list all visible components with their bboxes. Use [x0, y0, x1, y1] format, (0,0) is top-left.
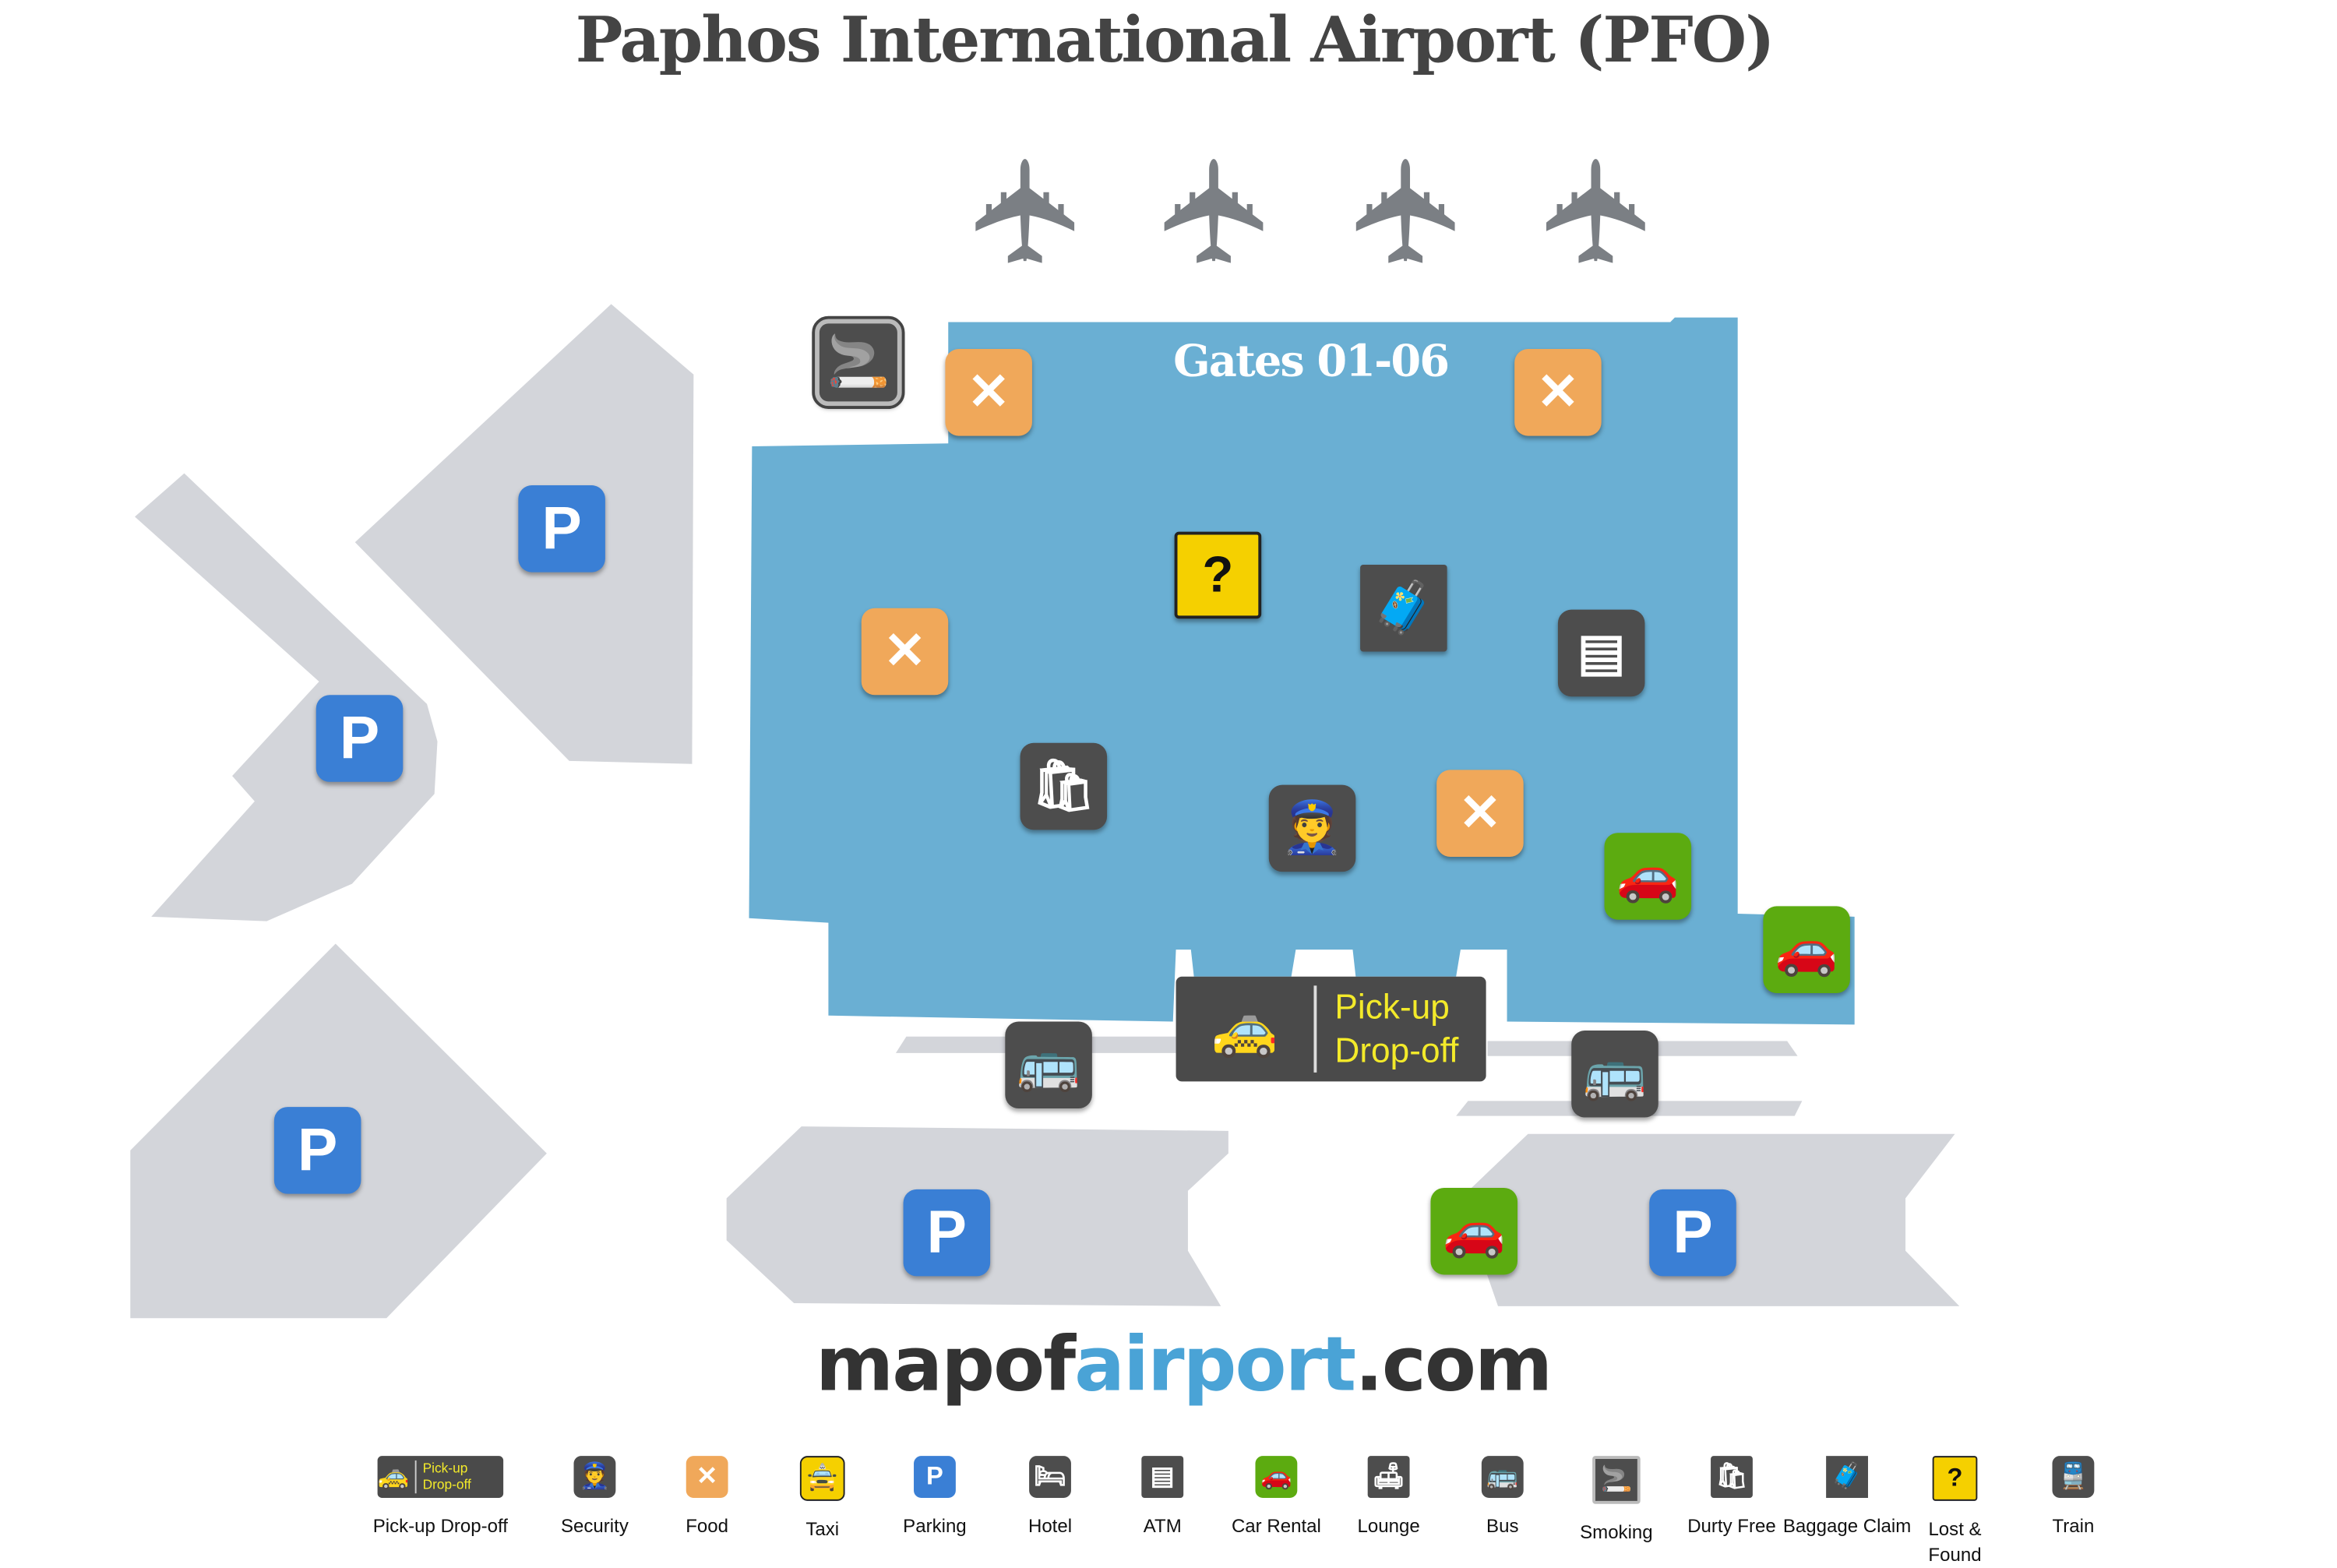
atm-icon: ▤: [1141, 1456, 1184, 1498]
legend-label: Car Rental: [1231, 1516, 1321, 1537]
bus-icon[interactable]: 🚌: [1571, 1031, 1658, 1118]
hotel-icon: 🛏: [1029, 1456, 1071, 1498]
lost-found-icon: ?: [1932, 1456, 1978, 1501]
legend-item: 🧳 Baggage Claim: [1780, 1456, 1915, 1540]
smoking-icon[interactable]: 🚬: [812, 315, 905, 409]
legend-label: Food: [686, 1516, 729, 1537]
terminal-building: [749, 317, 1855, 1025]
pickup-dropoff-sign[interactable]: 🚕 Pick-up Drop-off: [1176, 976, 1486, 1082]
duty-free-icon[interactable]: 🛍: [1020, 742, 1108, 830]
duty-free-icon: 🛍: [1711, 1456, 1753, 1498]
brand-logo[interactable]: mapofairport.com: [0, 1321, 2337, 1408]
bus-icon: 🚌: [1481, 1456, 1524, 1498]
food-icon[interactable]: ✕: [1514, 349, 1602, 436]
legend-item: 🛋 Lounge: [1321, 1456, 1456, 1540]
airplane-icon: ✈: [1519, 150, 1680, 272]
legend-item: P Parking: [867, 1456, 1002, 1540]
car-rental-icon[interactable]: 🚗: [1430, 1187, 1517, 1275]
security-icon[interactable]: 👮: [1268, 784, 1356, 872]
page-title: Paphos International Airport (PFO): [575, 2, 1775, 77]
legend-label: Smoking: [1580, 1521, 1653, 1543]
brand-part: .com: [1355, 1321, 1553, 1408]
legend-label: ATM: [1143, 1516, 1182, 1537]
legend-label: Lounge: [1357, 1516, 1420, 1537]
legend-label: Bus: [1486, 1516, 1519, 1537]
legend-item: 🚬 Smoking: [1549, 1456, 1683, 1545]
security-icon: 👮: [573, 1456, 616, 1498]
legend-label: Security: [561, 1516, 629, 1537]
car-rental-icon[interactable]: 🚗: [1604, 833, 1692, 920]
legend-item: 🚖 Taxi: [755, 1456, 890, 1543]
brand-accent: airport: [1074, 1321, 1356, 1408]
brand-part: mapof: [815, 1321, 1076, 1408]
lost-found-icon[interactable]: ?: [1174, 531, 1262, 619]
legend-item: 🚗 Car Rental: [1209, 1456, 1344, 1540]
legend-item: ? Lost & Found: [1910, 1456, 2000, 1568]
legend-item: 🚆 Train: [2006, 1456, 2141, 1540]
legend-label: Baggage Claim: [1782, 1516, 1912, 1537]
baggage-claim-icon[interactable]: 🧳: [1360, 564, 1447, 652]
airplane-icon: ✈: [1329, 150, 1489, 272]
car-rental-icon: 🚗: [1255, 1456, 1298, 1498]
food-icon: ✕: [686, 1456, 728, 1498]
car-rental-icon[interactable]: 🚗: [1763, 906, 1850, 993]
airplane-icon: ✈: [1137, 150, 1298, 272]
legend-sign-text: Pick-up: [422, 1460, 468, 1476]
taxi-icon: 🚖: [799, 1456, 845, 1501]
legend-item: 🛍 Durty Free: [1664, 1456, 1799, 1540]
legend-item: 🛏 Hotel: [982, 1456, 1117, 1540]
legend-sign-text: Drop-off: [422, 1477, 471, 1492]
train-icon: 🚆: [2052, 1456, 2095, 1498]
bus-icon[interactable]: 🚌: [1005, 1021, 1092, 1109]
legend-item: 🚌 Bus: [1435, 1456, 1570, 1540]
atm-icon[interactable]: ▤: [1557, 609, 1645, 697]
smoking-icon: 🚬: [1592, 1456, 1641, 1504]
legend-label: Lost & Found: [1928, 1518, 1982, 1566]
airplane-icon: ✈: [948, 150, 1109, 272]
sign-divider: [1313, 985, 1317, 1073]
legend-label: Train: [2052, 1516, 2095, 1537]
parking-icon[interactable]: P: [1649, 1189, 1736, 1277]
legend-item: ▤ ATM: [1095, 1456, 1230, 1540]
parking-lot-west: [135, 473, 438, 921]
baggage-claim-icon: 🧳: [1826, 1456, 1868, 1498]
food-icon[interactable]: ✕: [861, 608, 949, 696]
parking-icon[interactable]: P: [903, 1189, 991, 1277]
parking-icon[interactable]: P: [273, 1107, 361, 1194]
lounge-icon: 🛋: [1367, 1456, 1410, 1498]
food-icon[interactable]: ✕: [1436, 770, 1524, 857]
parking-icon[interactable]: P: [518, 485, 605, 573]
parking-icon: P: [914, 1456, 956, 1498]
food-icon[interactable]: ✕: [945, 349, 1032, 436]
parking-icon[interactable]: P: [315, 695, 404, 782]
pickup-label: Pick-up: [1334, 987, 1450, 1027]
legend-label: Durty Free: [1687, 1516, 1776, 1537]
legend-item: ✕ Food: [640, 1456, 774, 1540]
pickup-taxi-icon: 🚕: [1211, 997, 1279, 1059]
gates-label: Gates 01-06: [1173, 335, 1450, 387]
dropoff-label: Drop-off: [1334, 1031, 1459, 1070]
legend-label: Taxi: [805, 1518, 840, 1540]
legend-label: Parking: [903, 1516, 967, 1537]
legend-label: Pick-up Drop-off: [372, 1516, 508, 1537]
legend-label: Hotel: [1028, 1516, 1073, 1537]
legend-item: 👮 Security: [527, 1456, 662, 1540]
